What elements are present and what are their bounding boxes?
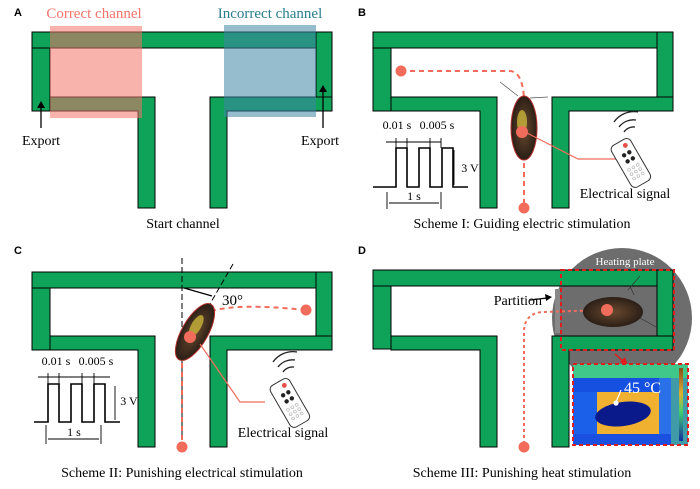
remote-control-icon	[608, 110, 654, 190]
thermal-image: 45 °C	[572, 363, 689, 446]
remote-control-icon	[267, 350, 313, 430]
panel-caption: Start channel	[146, 217, 220, 232]
amplitude-label: 3 V	[461, 161, 479, 175]
pulse-gap-label: 0.005 s	[420, 118, 455, 132]
pulse-dimension-markers	[386, 138, 455, 209]
target-dot	[300, 304, 312, 316]
maze-walls	[372, 31, 674, 209]
pulse-dimension-markers	[38, 373, 116, 444]
amplitude-label: 3 V	[120, 394, 138, 408]
panel-caption: Scheme I: Guiding electric stimulation	[414, 217, 631, 232]
cockroach-icon	[174, 303, 216, 361]
temperature-label: 45 °C	[624, 380, 661, 397]
panel-a: A Correct channel Incorrect channel Expo…	[14, 6, 339, 232]
guided-path	[401, 70, 525, 206]
signal-line	[526, 132, 616, 160]
panel-b: B Electrical signal 0.	[358, 7, 674, 232]
correct-channel-zone	[50, 26, 142, 118]
incorrect-channel-label: Incorrect channel	[218, 6, 323, 22]
partition-label: Partition	[494, 294, 542, 309]
electrode-dot	[184, 331, 196, 343]
cockroach-icon	[499, 81, 549, 161]
cockroach-icon	[583, 275, 657, 328]
signal-line	[199, 343, 265, 403]
start-dot	[176, 441, 188, 453]
pulse-gap-label: 0.005 s	[79, 354, 114, 368]
maze-walls	[31, 271, 333, 448]
panel-d: D Heating plate Partition	[358, 245, 692, 481]
panel-letter: D	[358, 245, 366, 257]
export-label-left: Export	[22, 134, 60, 149]
panel-letter: A	[14, 7, 22, 19]
pulse-waveform	[34, 383, 120, 423]
path-to-heat	[523, 309, 606, 444]
incorrect-channel-zone	[224, 25, 316, 117]
panel-c: C 30° Electrical signal	[14, 245, 333, 481]
pulse-waveform	[373, 147, 468, 188]
signal-label: Electrical signal	[238, 426, 329, 441]
panel-letter: B	[358, 7, 366, 19]
panel-caption: Scheme III: Punishing heat stimulation	[413, 466, 632, 481]
export-arrow-right-icon	[319, 85, 327, 128]
heated-zone-box	[560, 269, 675, 351]
panel-caption: Scheme II: Punishing electrical stimulat…	[61, 466, 303, 481]
maze-walls	[372, 269, 674, 448]
partition-arrow-icon	[529, 294, 552, 301]
target-dot	[395, 65, 407, 77]
punish-path	[210, 305, 306, 312]
pulse-width-label: 0.01 s	[42, 354, 71, 368]
period-label: 1 s	[407, 189, 421, 203]
panel-letter: C	[14, 245, 22, 257]
export-arrow-left-icon	[37, 101, 45, 128]
start-dot	[518, 441, 530, 453]
start-dot	[518, 202, 530, 214]
export-label-right: Export	[301, 134, 339, 149]
correct-channel-label: Correct channel	[46, 6, 141, 22]
angle-label: 30°	[222, 293, 243, 309]
period-label: 1 s	[67, 425, 81, 439]
heating-plate-label: Heating plate	[596, 256, 655, 268]
signal-label: Electrical signal	[580, 187, 671, 202]
angle-arc	[183, 287, 213, 297]
pulse-width-label: 0.01 s	[383, 118, 412, 132]
